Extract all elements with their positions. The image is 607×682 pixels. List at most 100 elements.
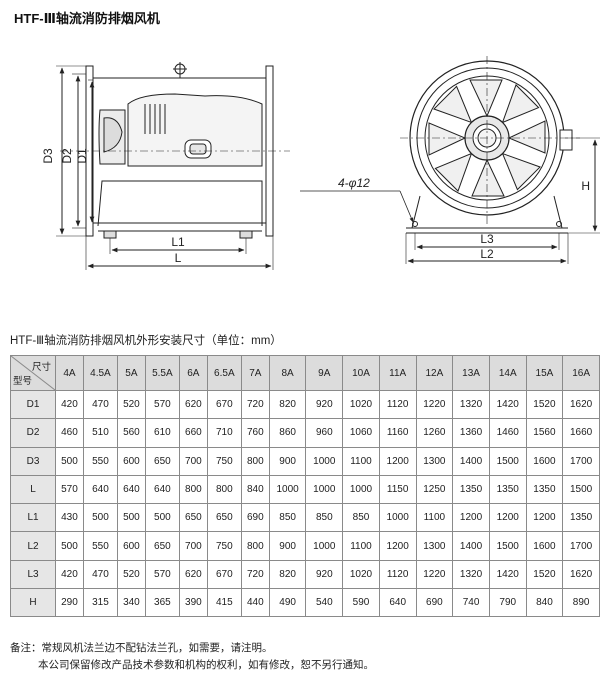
dimensions-table: 尺寸 型号 4A 4.5A 5A 5.5A 6A 6.5A 7A 8A 9A 1… [10,355,600,618]
table-cell: 1400 [452,531,490,561]
table-header-row: 尺寸 型号 4A 4.5A 5A 5.5A 6A 6.5A 7A 8A 9A 1… [10,355,600,391]
note-line-1: 备注：常规风机法兰边不配钻法兰孔，如需要，请注明。 [10,642,273,654]
table-cell: 1500 [562,474,600,505]
table-cell: 1150 [378,474,417,505]
table-cell: 1000 [305,474,344,505]
label-d2: D2 [60,148,74,164]
table-cell: 700 [178,531,208,561]
table-cell: 600 [116,446,146,476]
table-cell: 860 [268,418,307,448]
table-cell: 1100 [342,446,380,476]
table-cell: 1160 [378,418,417,448]
table-cell: 1460 [488,418,527,448]
table-cell: 670 [206,559,242,590]
table-cell: 1320 [452,559,490,590]
table-cell: 550 [82,446,118,476]
table-cell: 1220 [415,389,454,420]
table-cell: 1620 [562,559,600,590]
side-view [56,62,290,270]
table-cell: 500 [144,503,180,533]
table-cell: 470 [82,559,118,590]
column-header: 15A [525,355,564,391]
table-cell: 800 [178,474,208,505]
table-cell: 570 [55,474,84,505]
table-cell: 850 [342,503,380,533]
table-cell: 290 [55,588,84,618]
table-cell: 510 [82,418,118,448]
row-label: L [10,474,56,505]
table-cell: 850 [268,503,307,533]
table-cell: 750 [206,446,242,476]
table-cell: 470 [82,389,118,420]
table-cell: 520 [116,389,146,420]
column-header: 11A [378,355,417,391]
table-cell: 1660 [562,418,600,448]
table-cell: 920 [305,559,344,590]
table-cell: 790 [488,588,527,618]
table-cell: 890 [562,588,600,618]
table-cell: 960 [305,418,344,448]
table-cell: 1300 [415,446,454,476]
table-cell: 1420 [488,389,527,420]
table-cell: 710 [206,418,242,448]
column-header: 4A [55,355,84,391]
table-cell: 720 [240,389,270,420]
table-cell: 490 [268,588,307,618]
column-header: 5A [116,355,146,391]
table-cell: 520 [116,559,146,590]
row-label: L3 [10,559,56,590]
note-line-2: 本公司保留修改产品技术参数和机构的权利，如有修改，恕不另行通知。 [38,659,374,671]
table-cell: 820 [268,559,307,590]
table-cell: 1000 [342,474,380,505]
table-cell: 800 [240,446,270,476]
table-cell: 1020 [342,389,380,420]
table-cell: 1200 [488,503,527,533]
table-cell: 1400 [452,446,490,476]
column-header: 16A [562,355,600,391]
column-header: 13A [452,355,490,391]
table-cell: 420 [55,559,84,590]
table-cell: 1200 [525,503,564,533]
table-cell: 640 [378,588,417,618]
table-cell: 365 [144,588,180,618]
table-cell: 1220 [415,559,454,590]
column-header: 8A [268,355,307,391]
table-cell: 1700 [562,531,600,561]
label-l3: L3 [480,232,494,246]
table-cell: 900 [268,531,307,561]
table-cell: 590 [342,588,380,618]
table-cell: 700 [178,446,208,476]
table-cell: 1300 [415,531,454,561]
table-cell: 340 [116,588,146,618]
table-cell: 1500 [488,531,527,561]
table-cell: 315 [82,588,118,618]
table-cell: 690 [240,503,270,533]
table-cell: 620 [178,389,208,420]
table-cell: 640 [82,474,118,505]
table-cell: 800 [240,531,270,561]
table-cell: 850 [305,503,344,533]
label-l2: L2 [480,247,494,261]
table-cell: 840 [525,588,564,618]
column-header: 6A [178,355,208,391]
table-cell: 390 [178,588,208,618]
table-cell: 610 [144,418,180,448]
table-cell: 560 [116,418,146,448]
column-header: 4.5A [82,355,118,391]
table-cell: 760 [240,418,270,448]
table-corner-cell: 尺寸 型号 [10,355,56,391]
table-cell: 1000 [268,474,307,505]
table-cell: 1560 [525,418,564,448]
row-label: D3 [10,446,56,476]
corner-label-size: 尺寸 [31,362,51,373]
table-cell: 1350 [488,474,527,505]
table-cell: 800 [206,474,242,505]
table-cell: 1350 [525,474,564,505]
table-cell: 650 [144,446,180,476]
table-cell: 650 [178,503,208,533]
table-cell: 1100 [342,531,380,561]
table-cell: 640 [144,474,180,505]
